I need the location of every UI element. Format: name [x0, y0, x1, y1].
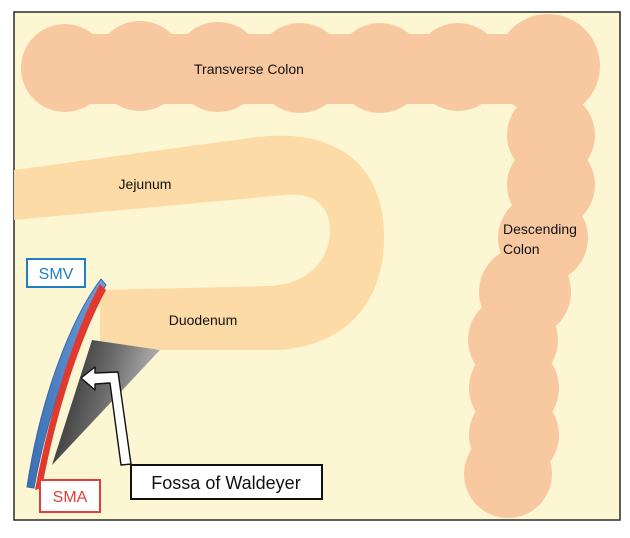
sma-vessel [35, 284, 106, 490]
smv-label-box [26, 258, 86, 288]
transverse-colon [21, 14, 600, 118]
transverse-colon-label: Transverse Colon [194, 61, 304, 77]
sma-label: SMA [53, 489, 88, 506]
descending-colon-label-line1: Descending [503, 221, 577, 237]
fossa-label: Fossa of Waldeyer [151, 473, 300, 493]
sma-label-box [39, 479, 101, 513]
jejunum-label: Jejunum [119, 176, 172, 192]
descending-colon-label-line2: Colon [503, 241, 540, 257]
fossa-label-box [130, 464, 323, 500]
duodenum-label: Duodenum [169, 312, 238, 328]
descending-colon [464, 91, 595, 518]
fossa-of-waldeyer-shadow [52, 340, 160, 465]
small-bowel-loop [14, 135, 385, 350]
smv-label: SMV [39, 266, 74, 283]
fossa-arrow [80, 366, 132, 466]
